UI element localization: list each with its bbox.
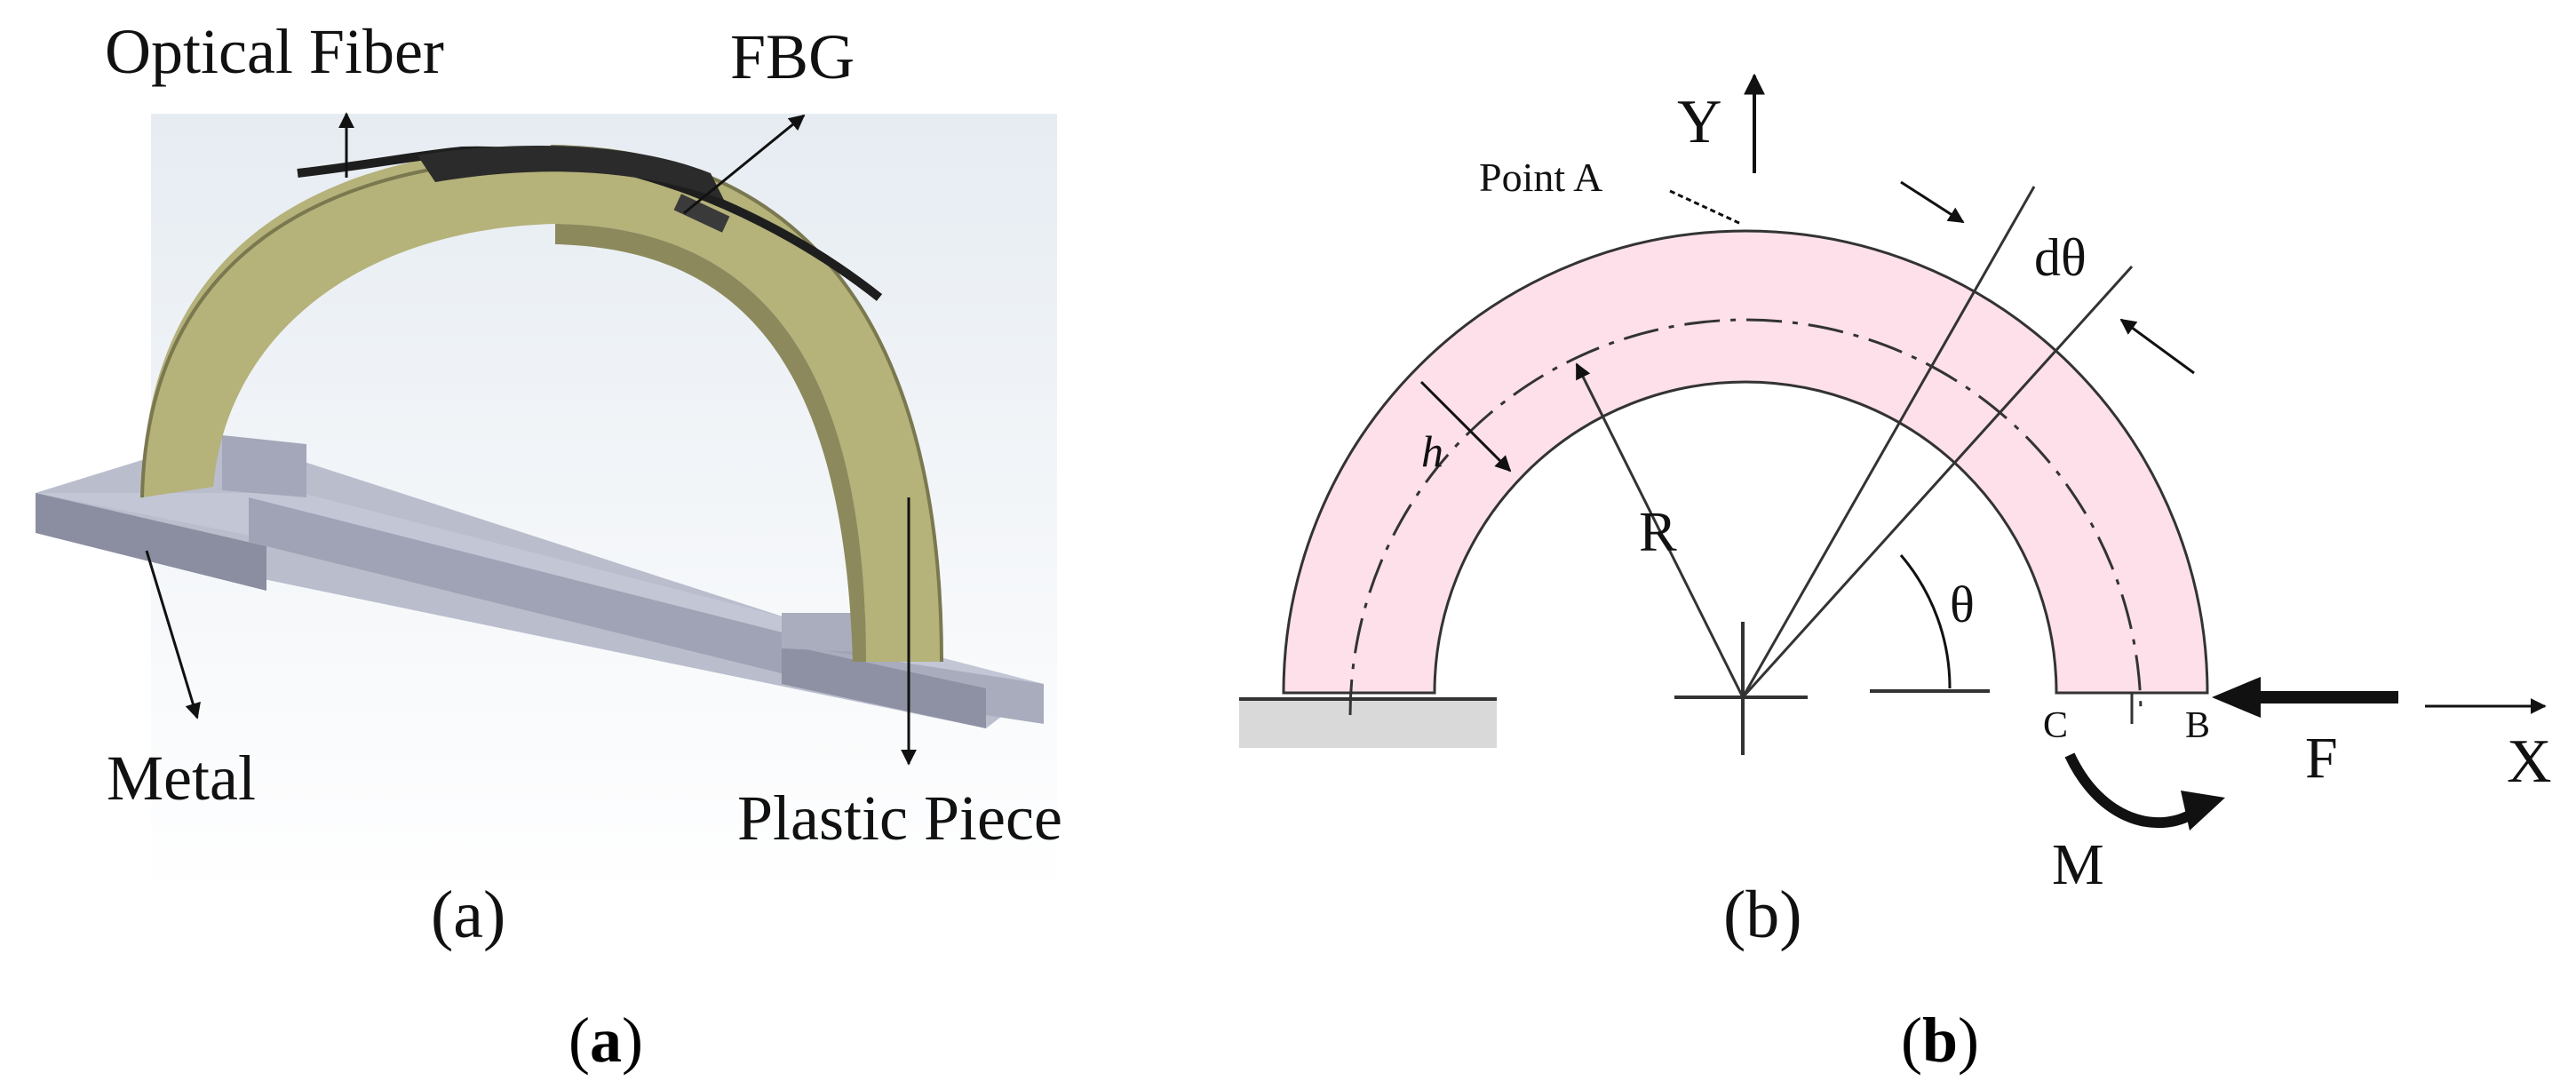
r-label: R bbox=[1639, 500, 1677, 563]
caption-b-letter: b bbox=[1922, 1005, 1958, 1076]
panel-a-sublabel: (a) bbox=[431, 878, 505, 952]
h-dimension bbox=[1419, 380, 1512, 473]
caption-b: (b) bbox=[1901, 1005, 1979, 1076]
fbg-sensor bbox=[417, 145, 724, 200]
caption-a-open: ( bbox=[568, 1005, 590, 1076]
m-label: M bbox=[2052, 832, 2104, 897]
fbg-arrow bbox=[683, 114, 806, 215]
panel-b-sublabel: (b) bbox=[1723, 878, 1802, 952]
curved-beam bbox=[1282, 229, 2209, 695]
fbg-clip bbox=[673, 194, 730, 233]
point-a-label: Point A bbox=[1479, 155, 1602, 200]
theta-label: θ bbox=[1950, 576, 1975, 633]
y-axis-label: Y bbox=[1677, 88, 1722, 156]
caption-a: (a) bbox=[568, 1005, 643, 1076]
dtheta-arrow-1 bbox=[1900, 180, 1965, 224]
f-label: F bbox=[2305, 726, 2338, 791]
dtheta-arrow-2 bbox=[2119, 318, 2195, 375]
h-label: h bbox=[1421, 426, 1443, 476]
radial-line-1 bbox=[1741, 186, 2036, 698]
metal-arrow bbox=[145, 550, 201, 719]
c-label: C bbox=[2043, 705, 2068, 746]
metal-label: Metal bbox=[107, 743, 256, 814]
dtheta-label: dθ bbox=[2034, 228, 2087, 287]
point-a-leader bbox=[1669, 189, 1742, 226]
fbg-label: FBG bbox=[730, 21, 855, 92]
x-axis-label: X bbox=[2507, 727, 2552, 796]
caption-a-letter: a bbox=[590, 1005, 622, 1076]
radial-line-2 bbox=[1741, 265, 2134, 699]
caption-a-close: ) bbox=[622, 1005, 643, 1076]
neutral-axis bbox=[1348, 318, 2143, 716]
caption-b-open: ( bbox=[1901, 1005, 1922, 1076]
force-arrowhead bbox=[2212, 677, 2261, 718]
panel-b-diagram: Y Point A dθ h R θ C B F X bbox=[1239, 73, 2552, 952]
ground-support bbox=[1239, 699, 1497, 748]
radius-line bbox=[1575, 362, 1745, 698]
caption-b-close: ) bbox=[1958, 1005, 1979, 1076]
plastic-piece-label: Plastic Piece bbox=[737, 783, 1062, 854]
optical-fiber-label: Optical Fiber bbox=[105, 16, 444, 87]
moment-arrow bbox=[2064, 752, 2198, 829]
theta-arc bbox=[1899, 554, 1952, 689]
moment-arrowhead bbox=[2181, 791, 2225, 831]
panel-a-illustration: Optical Fiber FBG Metal Plastic Piece (a… bbox=[36, 16, 1062, 952]
b-label: B bbox=[2185, 705, 2210, 746]
metal-base bbox=[36, 435, 1044, 728]
